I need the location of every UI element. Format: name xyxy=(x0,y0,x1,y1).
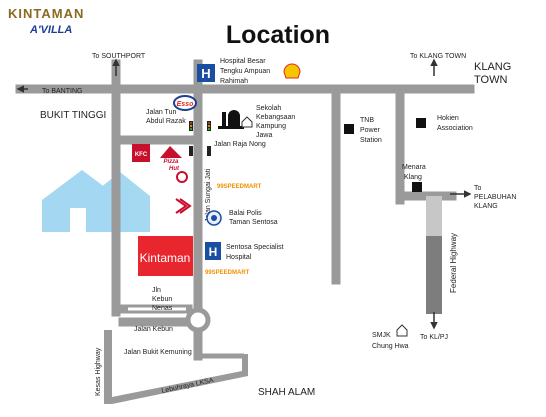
speedmart-north: 99SPEEDMART xyxy=(217,184,262,190)
label-smjk-2: Chung Hwa xyxy=(372,343,409,350)
sentosa-hospital-icon xyxy=(205,242,221,260)
label-to-kl-pj: To KL/PJ xyxy=(420,334,448,341)
road-label-kebun-nenas-2: Kebun xyxy=(152,296,172,303)
road-label-sungai-jati: Jalan Sungai Jati xyxy=(205,168,212,222)
area-bukit-tinggi: BUKIT TINGGI xyxy=(40,110,106,121)
bank-icon xyxy=(176,171,188,183)
label-hospital-besar-1: Hospital Besar xyxy=(220,58,266,65)
area-klang-1: KLANG xyxy=(474,61,511,73)
road-label-tun-razak-1: Jalan Tun xyxy=(146,109,176,116)
svg-text:H: H xyxy=(201,66,210,81)
label-tnb-1: TNB xyxy=(360,117,374,124)
kesas-highway xyxy=(104,330,112,404)
road-label-tun-razak-2: Abdul Razak xyxy=(146,118,186,125)
svg-text:KFC: KFC xyxy=(135,152,148,158)
road-label-kebun-nenas-1: Jln xyxy=(152,287,161,294)
brand-subname: A'VILLA xyxy=(29,24,72,36)
tnb-marker xyxy=(344,124,354,134)
mosque-icon xyxy=(218,110,244,129)
speedmart-south: 99SPEEDMART xyxy=(205,270,250,276)
road-label-kesas: Kesas Highway xyxy=(95,347,102,396)
area-shah-alam: SHAH ALAM xyxy=(258,387,315,398)
shell-icon xyxy=(283,63,301,79)
label-tnb-3: Station xyxy=(360,137,382,144)
kintaman-marker xyxy=(138,236,193,276)
house-watermark-icon xyxy=(42,170,150,232)
kintaman-label: Kintaman xyxy=(140,251,191,265)
label-smjk-1: SMJK xyxy=(372,332,391,339)
label-to-klang-town: To KLANG TOWN xyxy=(410,53,466,60)
traffic-light-icons xyxy=(189,121,211,156)
label-tnb-2: Power xyxy=(360,127,381,134)
page-title: Location xyxy=(226,21,330,49)
label-to-pelabuhan-2: PELABUHAN xyxy=(474,194,516,201)
label-to-banting: To BANTING xyxy=(42,88,82,95)
label-to-pelabuhan-3: KLANG xyxy=(474,203,498,210)
school-house-icon xyxy=(241,116,253,128)
kfc-icon xyxy=(132,144,150,162)
hokien-marker xyxy=(416,118,426,128)
svg-text:H: H xyxy=(209,245,218,259)
smjk-house-icon xyxy=(396,324,408,337)
svg-text:Pizza: Pizza xyxy=(163,159,179,165)
pizza-hut-icon: Pizza Hut xyxy=(160,146,182,172)
label-police-2: Taman Sentosa xyxy=(229,219,278,226)
label-school-4: Jawa xyxy=(256,132,272,139)
road-label-kebun-nenas-3: Nenas xyxy=(152,305,173,312)
roundabout xyxy=(185,307,211,333)
label-police-1: Balai Polis xyxy=(229,210,262,217)
menara-marker xyxy=(412,182,422,192)
road-label-raja-nong: Jalan Raja Nong xyxy=(214,141,266,148)
label-to-southport: To SOUTHPORT xyxy=(92,53,146,60)
lksa-road xyxy=(112,354,248,404)
label-hospital-besar-2: Tengku Ampuan xyxy=(220,68,270,75)
esso-icon xyxy=(173,95,197,111)
svg-text:Hut: Hut xyxy=(169,166,180,172)
road-network xyxy=(15,59,475,361)
road-label-federal: Federal Highway xyxy=(449,233,458,293)
label-sentosa-1: Sentosa Specialist xyxy=(226,244,284,251)
label-sentosa-2: Hospital xyxy=(226,254,252,261)
label-hokien-1: Hokien xyxy=(437,115,459,122)
maybank-icon xyxy=(175,198,192,214)
label-school-2: Kebangsaan xyxy=(256,114,295,121)
road-label-jalan-kebun: Jalan Kebun xyxy=(134,326,173,333)
road-label-bukit-kemuning: Jalan Bukit Kemuning xyxy=(124,349,192,356)
svg-text:Esso: Esso xyxy=(177,101,194,108)
label-hospital-besar-3: Rahimah xyxy=(220,78,248,85)
brand-name: KINTAMAN xyxy=(8,6,84,21)
label-menara-2: Klang xyxy=(404,174,422,181)
label-hokien-2: Association xyxy=(437,125,473,132)
label-school-1: Sekolah xyxy=(256,105,281,112)
area-klang-2: TOWN xyxy=(474,74,507,86)
hospital-besar-icon xyxy=(197,64,215,82)
label-to-pelabuhan-1: To xyxy=(474,185,482,192)
label-school-3: Kampung xyxy=(256,123,286,130)
road-label-lksa: Lebuhraya LKSA xyxy=(161,377,215,395)
label-menara-1: Menara xyxy=(402,164,426,171)
